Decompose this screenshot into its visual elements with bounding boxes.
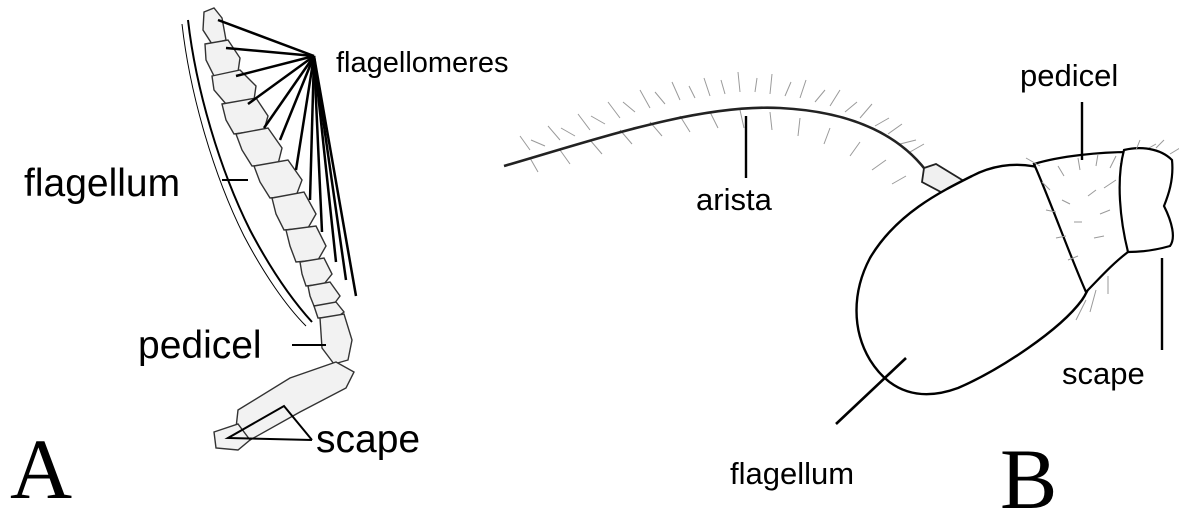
flagellomere [203, 8, 226, 44]
flagellum-leader-b [836, 358, 906, 424]
arista [504, 108, 930, 176]
scape-segment-b [1120, 148, 1173, 252]
panel-letter-b: B [1000, 431, 1057, 515]
flagellomere [254, 160, 302, 198]
label-arista: arista [696, 182, 773, 217]
panel-b: arista pedicel scape flagellum B [504, 58, 1179, 515]
arista-bristles [520, 72, 924, 184]
label-flagellum-a: flagellum [24, 162, 180, 205]
label-flagellum-b: flagellum [730, 456, 854, 491]
panel-letter-a: A [10, 421, 72, 515]
label-pedicel-a: pedicel [138, 324, 262, 367]
label-flagellomeres: flagellomeres [336, 47, 508, 79]
label-scape-a: scape [316, 418, 420, 461]
flagellomere [286, 226, 326, 262]
pedicel-segment [320, 314, 352, 364]
label-pedicel-b: pedicel [1020, 58, 1118, 93]
flagellomere [236, 128, 282, 166]
label-scape-b: scape [1062, 356, 1145, 391]
panel-a: flagellomeres flagellum pedicel scape A [10, 8, 508, 515]
